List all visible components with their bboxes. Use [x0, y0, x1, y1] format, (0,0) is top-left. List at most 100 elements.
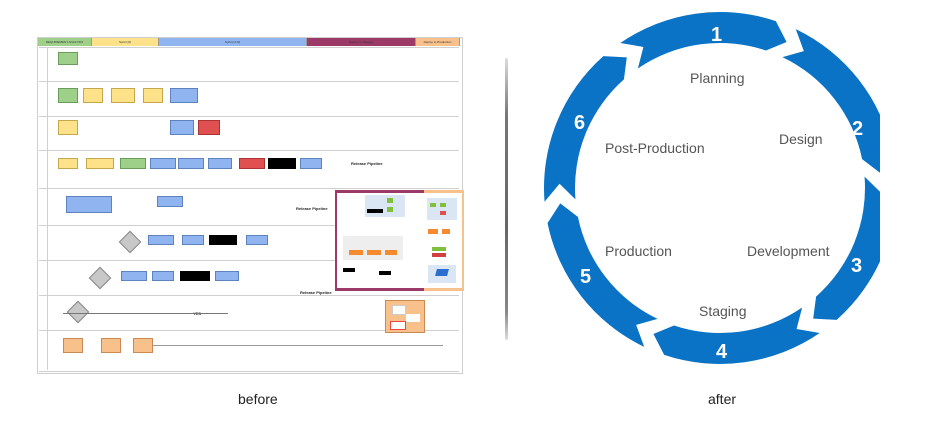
stage-label-planning: Planning	[690, 70, 745, 86]
pipeline-step	[349, 250, 363, 255]
phase-requirement-analysis: REQUIREMENT ANALYSIS	[38, 38, 92, 46]
stage-number-2: 2	[852, 118, 864, 140]
lane-network	[39, 260, 459, 296]
pipeline-step	[440, 203, 446, 207]
flow-box	[198, 120, 220, 135]
cycle-arrow-segment-6	[544, 56, 627, 202]
lane-business-sponsor	[39, 47, 459, 82]
pipeline-step	[379, 271, 391, 275]
stage-label-staging: Staging	[699, 303, 747, 319]
flow-box	[143, 88, 163, 103]
stage-number-4: 4	[716, 341, 728, 363]
release-pipeline-label: Release Pipeline	[296, 206, 328, 211]
lane-compliance	[39, 295, 459, 331]
flow-box	[101, 338, 121, 353]
lane-product-manager	[39, 81, 459, 117]
flow-box	[268, 158, 296, 169]
flow-box	[58, 52, 78, 65]
pipeline-step	[343, 268, 355, 272]
stage-label-post-production: Post-Production	[605, 140, 705, 156]
pipeline-step	[428, 229, 438, 234]
database-icon	[435, 269, 449, 276]
flow-box	[111, 88, 135, 103]
phase-sprint-0: Sprint [0]	[92, 38, 159, 46]
flow-box	[121, 271, 147, 281]
lifecycle-cycle	[544, 11, 896, 364]
flow-box	[152, 271, 174, 281]
pipeline-step	[430, 203, 436, 207]
pipeline-step	[442, 229, 450, 234]
flow-box	[58, 158, 78, 169]
before-diagram: REQUIREMENT ANALYSIS Sprint [0] Sprint […	[30, 30, 467, 383]
flow-box	[180, 271, 210, 281]
divider	[505, 58, 508, 340]
pipeline-step	[367, 250, 381, 255]
flow-box	[63, 338, 83, 353]
phase-sprint-n: Sprint [1-N]	[159, 38, 307, 46]
flow-box	[239, 158, 265, 169]
flow-box	[246, 235, 268, 245]
cycle-arrow-segment-1	[620, 11, 787, 69]
flow-box	[300, 158, 322, 169]
flow-box	[157, 196, 183, 207]
stage-number-3: 3	[851, 255, 863, 277]
qualys-logo	[406, 314, 420, 322]
pipeline-step	[432, 247, 446, 251]
stage-number-6: 6	[574, 112, 586, 134]
phase-deploy-staging: Deploy to Staging	[307, 38, 416, 46]
pipeline-step	[440, 211, 446, 215]
pipeline-step	[367, 209, 383, 213]
stage-label-development: Development	[747, 243, 830, 259]
flow-box	[133, 338, 153, 353]
flow-box	[120, 158, 146, 169]
lane-pm	[39, 116, 459, 151]
flow-box	[170, 120, 194, 135]
stage-number-1: 1	[711, 24, 723, 46]
lane-qa	[39, 330, 459, 372]
flow-box	[182, 235, 204, 245]
release-pipeline-label: Release Pipeline	[351, 161, 383, 166]
stage-label-production: Production	[605, 243, 672, 259]
staging-pipeline-box	[335, 190, 428, 291]
release-pipeline-label: Release Pipeline	[300, 290, 332, 295]
security-tool	[392, 305, 406, 315]
pipeline-group	[427, 198, 457, 220]
lane-database	[39, 225, 459, 261]
production-pipeline-box	[424, 190, 464, 291]
lane-engineering	[39, 150, 459, 189]
mcafee-logo	[390, 321, 406, 330]
pipeline-step	[387, 207, 393, 212]
phase-header: REQUIREMENT ANALYSIS Sprint [0] Sprint […	[38, 38, 460, 46]
flow-box	[208, 158, 232, 169]
flow-box	[170, 88, 198, 103]
stage-label-design: Design	[779, 131, 823, 147]
before-caption: before	[238, 391, 278, 407]
after-caption: after	[708, 391, 737, 407]
lane-label-divider	[47, 47, 48, 370]
cycle-arrow-segment-4	[653, 307, 820, 364]
flow-box	[58, 88, 78, 103]
connector-line	[153, 345, 443, 346]
connector-line	[63, 313, 228, 314]
cycle-arrow-segment-2	[782, 29, 893, 173]
flow-box	[178, 158, 204, 169]
pipeline-group	[343, 236, 403, 260]
phase-deploy-production: Deploy to Production	[416, 38, 460, 46]
security-validation-box	[385, 300, 425, 333]
pipeline-step	[432, 253, 446, 257]
cycle-arrow-segment-5	[547, 203, 658, 347]
flow-box	[58, 120, 78, 135]
pipeline-step	[387, 198, 393, 203]
flow-box	[66, 196, 112, 213]
lane-architecture	[39, 188, 459, 226]
flow-box	[150, 158, 176, 169]
pipeline-step	[385, 250, 397, 255]
flow-box	[86, 158, 114, 169]
flow-box	[148, 235, 174, 245]
pipeline-group	[365, 195, 405, 217]
cycle-arrow-segment-3	[813, 174, 896, 320]
flow-box	[215, 271, 239, 281]
after-diagram: 1 Planning 2 Design 3 Development 4 Stag…	[540, 0, 896, 380]
flow-box	[83, 88, 103, 103]
flow-box	[209, 235, 237, 245]
